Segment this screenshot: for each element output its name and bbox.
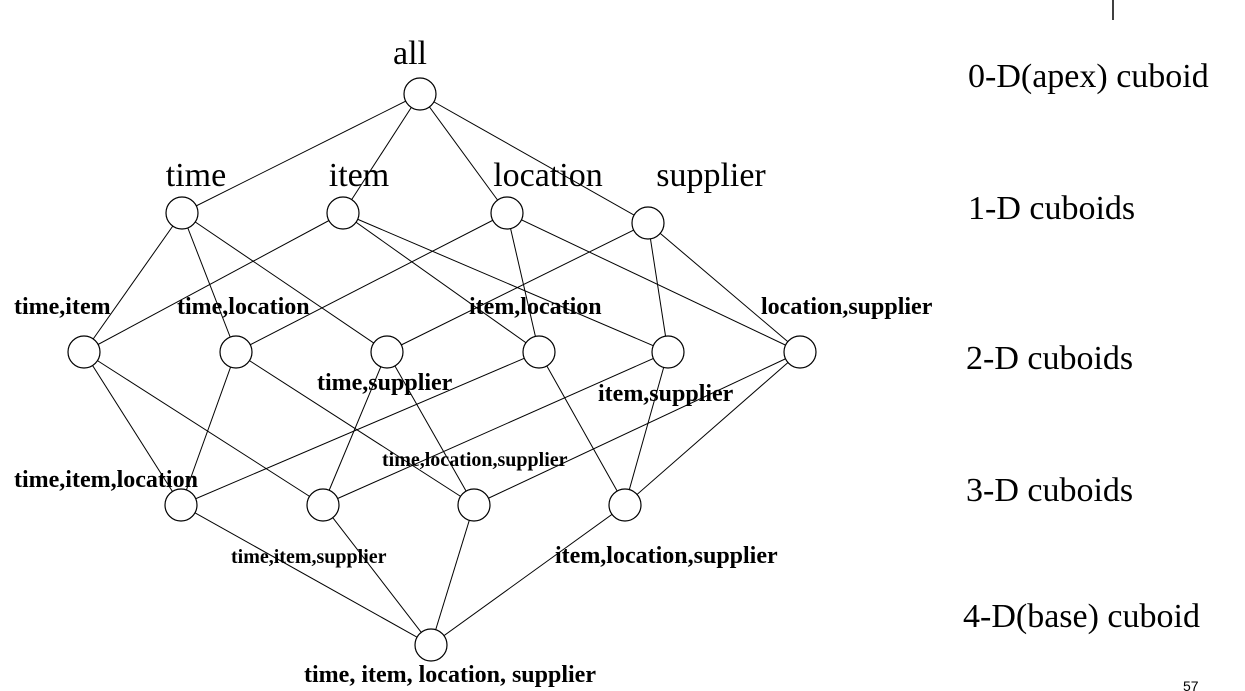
cuboid-node-location (490, 196, 524, 230)
cuboid-node-time-item (67, 335, 101, 369)
edge-time-item-supplier-to-base (322, 504, 432, 646)
cuboid-node-base (414, 628, 448, 662)
edge-location-to-item-location (506, 212, 540, 353)
edge-time-to-time-supplier (181, 212, 388, 353)
cuboid-label-item-supplier: item,supplier (598, 381, 734, 407)
lattice-node-labels: all time item location supplier time,item time… (14, 35, 933, 688)
edge-item-location-to-item-location-supplier (538, 351, 626, 506)
cuboid-node-time-item-supplier (306, 488, 340, 522)
edge-all-to-supplier (419, 93, 649, 224)
cuboid-node-time-supplier (370, 335, 404, 369)
edge-time-supplier-to-time-item-supplier (322, 351, 388, 506)
edge-item-to-item-supplier (342, 212, 669, 353)
edge-time-location-supplier-to-base (430, 504, 475, 646)
edge-all-to-location (419, 93, 508, 214)
cuboid-label-item-location: item,location (469, 294, 602, 320)
level-label-3d: 3-D cuboids (966, 472, 1133, 509)
level-label-1d: 1-D cuboids (968, 190, 1135, 227)
cuboid-label-time-location-supplier: time,location,supplier (382, 449, 568, 471)
cuboid-node-item-location (522, 335, 556, 369)
edge-all-to-time (181, 93, 421, 214)
cuboid-node-supplier (631, 206, 665, 240)
edge-time-item-to-time-item-location (83, 351, 182, 506)
cuboid-node-time-location-supplier (457, 488, 491, 522)
edge-item-location-to-time-item-location (180, 351, 540, 506)
edge-item-location-supplier-to-base (430, 504, 626, 646)
edge-all-to-item (342, 93, 421, 214)
level-label-0d: 0-D(apex) cuboid (968, 58, 1209, 95)
cuboid-label-location: location (493, 157, 603, 194)
edge-location-supplier-to-time-location-supplier (473, 351, 801, 506)
edge-time-to-time-item (83, 212, 183, 353)
edge-time-to-time-location (181, 212, 237, 353)
edge-item-supplier-to-item-location-supplier (624, 351, 669, 506)
cuboid-node-item-location-supplier (608, 488, 642, 522)
cuboid-label-base: time, item, location, supplier (304, 662, 596, 688)
edge-location-supplier-to-item-location-supplier (624, 351, 801, 506)
cuboid-node-location-supplier (783, 335, 817, 369)
edge-location-to-time-location (235, 212, 508, 353)
cuboid-node-time-location (219, 335, 253, 369)
edge-item-supplier-to-time-item-supplier (322, 351, 669, 506)
cuboid-label-time-item: time,item (14, 294, 111, 320)
edge-time-supplier-to-time-location-supplier (386, 351, 475, 506)
cuboid-label-item-location-supplier: item,location,supplier (555, 543, 778, 569)
cuboid-label-time-item-location: time,item,location (14, 467, 198, 493)
edge-supplier-to-item-supplier (647, 222, 669, 353)
page-number: 57 (1183, 678, 1199, 691)
edge-time-item-location-to-base (180, 504, 432, 646)
level-label-2d: 2-D cuboids (966, 340, 1133, 377)
lattice-nodes (67, 77, 817, 662)
level-label-4d: 4-D(base) cuboid (963, 598, 1200, 635)
cuboid-node-time-item-location (164, 488, 198, 522)
cuboid-label-location-supplier: location,supplier (761, 294, 933, 320)
cuboid-node-item (326, 196, 360, 230)
edge-item-to-item-location (342, 212, 540, 353)
cuboid-label-time-location: time,location (177, 294, 310, 320)
cuboid-label-all: all (393, 35, 427, 72)
cuboid-label-supplier: supplier (656, 157, 766, 194)
edge-item-to-time-item (83, 212, 344, 353)
cuboid-label-time-supplier: time,supplier (317, 370, 453, 396)
edge-time-item-to-time-item-supplier (83, 351, 324, 506)
cuboid-node-time (165, 196, 199, 230)
cuboid-label-time-item-supplier: time,item,supplier (231, 546, 387, 568)
edge-supplier-to-time-supplier (386, 222, 649, 353)
edge-location-to-location-supplier (506, 212, 801, 353)
edge-time-location-to-time-item-location (180, 351, 237, 506)
cuboid-label-time: time (166, 157, 226, 194)
lattice-edges (83, 93, 801, 646)
cuboid-node-item-supplier (651, 335, 685, 369)
edge-supplier-to-location-supplier (647, 222, 801, 353)
cuboid-label-item: item (329, 157, 389, 194)
cuboid-node-all (403, 77, 437, 111)
